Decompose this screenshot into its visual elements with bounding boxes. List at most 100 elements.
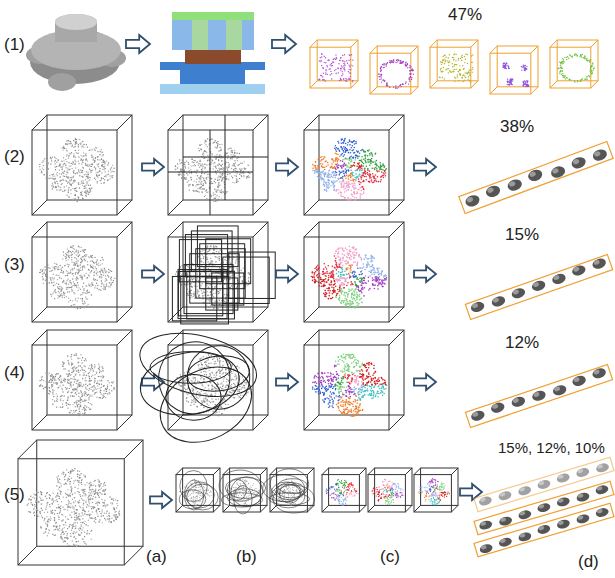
figure-part	[593, 69, 594, 70]
figure-part	[99, 171, 100, 172]
figure-part	[378, 170, 380, 172]
figure-part	[32, 115, 47, 130]
figure-part	[69, 153, 70, 154]
figure-part	[205, 195, 206, 196]
figure-part	[349, 141, 351, 143]
figure-part	[332, 167, 334, 169]
figure-part	[101, 164, 102, 165]
figure-part	[213, 198, 214, 199]
figure-part	[348, 64, 349, 65]
figure-part	[219, 179, 220, 180]
figure-part	[589, 75, 590, 76]
figure-part	[68, 191, 69, 192]
figure-part	[440, 68, 441, 69]
figure-part	[70, 184, 71, 185]
figure-part	[184, 174, 185, 175]
figure-part	[206, 198, 207, 199]
figure-part	[77, 201, 78, 202]
figure-part	[563, 59, 564, 60]
figure-part	[221, 161, 222, 162]
figure-part	[458, 58, 459, 59]
figure-part	[81, 163, 82, 164]
figure-part	[351, 183, 353, 185]
figure-part	[101, 183, 102, 184]
figure-part	[525, 84, 526, 85]
figure-part	[71, 177, 72, 178]
segment-cloud	[378, 59, 414, 89]
figure-part	[213, 192, 214, 193]
figure-part	[207, 176, 208, 177]
figure-part	[201, 177, 202, 178]
figure-part	[409, 81, 410, 82]
figure-part	[216, 143, 217, 144]
figure-part	[218, 163, 219, 164]
figure-part	[344, 191, 346, 193]
figure-part	[107, 164, 108, 165]
figure-part	[70, 143, 71, 144]
figure-part	[569, 54, 570, 55]
figure-part	[454, 53, 455, 54]
figure-part	[48, 168, 49, 169]
figure-part	[320, 163, 322, 165]
figure-part	[253, 115, 268, 130]
figure-part	[561, 74, 562, 75]
figure-part	[345, 187, 347, 189]
figure-part	[472, 54, 473, 55]
figure-part	[217, 146, 218, 147]
figure-part	[343, 146, 345, 148]
figure-part	[69, 169, 70, 170]
figure-part	[524, 70, 525, 71]
figure-part	[184, 177, 185, 178]
figure-part	[92, 149, 93, 150]
figure-part	[400, 84, 401, 85]
figure-part	[304, 115, 319, 130]
figure-part	[175, 169, 176, 170]
figure-part	[323, 178, 325, 180]
figure-part	[74, 179, 75, 180]
figure-part	[332, 161, 334, 163]
point-cloud	[175, 138, 251, 202]
figure-part	[232, 177, 233, 178]
figure-part	[202, 164, 203, 165]
figure-part	[384, 80, 385, 81]
figure-part	[202, 188, 203, 189]
figure-part	[192, 18, 208, 50]
figure-part	[46, 158, 47, 159]
figure-part	[198, 164, 199, 165]
figure-part	[349, 157, 351, 159]
figure-part	[328, 60, 329, 61]
figure-part	[71, 163, 72, 164]
figure-part	[239, 173, 240, 174]
figure-part	[354, 147, 356, 149]
figure-part	[363, 192, 365, 194]
figure-part	[335, 174, 337, 176]
figure-part	[179, 174, 180, 175]
figure-part	[465, 58, 466, 59]
figure-part	[217, 141, 218, 142]
figure-part	[402, 84, 403, 85]
figure-part	[65, 180, 66, 181]
figure-part	[451, 72, 452, 73]
figure-part	[86, 176, 87, 177]
figure-part	[96, 163, 97, 164]
figure-part	[469, 70, 470, 71]
figure-part	[215, 198, 216, 199]
figure-part	[526, 66, 527, 67]
figure-part	[177, 163, 178, 164]
figure-part	[214, 162, 215, 163]
figure-part	[202, 166, 203, 167]
figure-part	[561, 62, 562, 63]
figure-part	[107, 174, 108, 175]
figure-part	[449, 54, 450, 55]
figure-part	[192, 185, 193, 186]
figure-part	[70, 193, 71, 194]
figure-part	[524, 81, 525, 82]
figure-part	[65, 148, 66, 149]
figure-part	[87, 178, 88, 179]
figure-part	[343, 140, 345, 142]
figure-part	[200, 183, 201, 184]
figure-part	[113, 167, 114, 168]
figure-part	[192, 165, 193, 166]
figure-part	[206, 192, 207, 193]
figure-part	[227, 169, 228, 170]
